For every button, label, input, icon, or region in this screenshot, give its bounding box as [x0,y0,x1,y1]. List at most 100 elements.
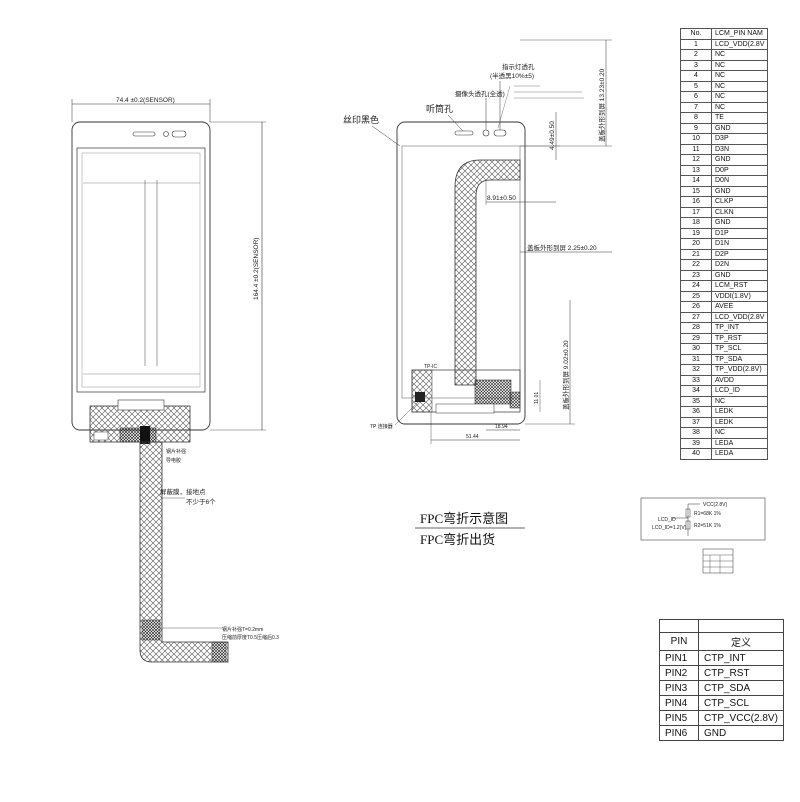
pin-name: NC [710,91,769,103]
pin-number: 10 [680,133,712,145]
pin-name: D3N [710,143,769,155]
label-connector: TP 连接器 [370,423,393,430]
pin-name: AVEE [710,301,769,313]
pin-number: 12 [680,154,712,166]
pin-number: 33 [680,374,712,386]
dim-side: 盖板外形到屏 2.25±0.20 [527,243,597,252]
tp-def: CTP_INT [698,650,784,666]
pin-name: NC [710,395,769,407]
pin-number: 26 [680,301,712,313]
tp-def: CTP_SDA [698,680,784,696]
dim-891: 8.91±0.50 [487,195,516,202]
pin-number: 11 [680,143,712,155]
pin-number: 1 [680,38,712,50]
pin-name: D0P [710,164,769,176]
dim-bottom: 盖板外形到屏 9.02±0.20 [561,340,570,410]
pin-name: GND [710,185,769,197]
label-tpic: TP-IC [424,364,437,370]
captions: FPC弯折示意图 FPC弯折出货 [415,511,525,547]
pin-name: NC [710,70,769,82]
pin-name: TP_VDD(2.8V) [710,364,769,376]
pin-name: D1P [710,227,769,239]
pin-name: NC [710,49,769,61]
dim-1101: 11.01 [534,392,540,404]
pin-name: NC [710,101,769,113]
pin-name: LCD_ID [710,385,769,397]
pin-number: 15 [680,185,712,197]
pin-number: 14 [680,175,712,187]
pin-number: 21 [680,248,712,260]
dim-top: 盖板外形到屏 13.23±0.20 [597,68,606,142]
tp-def: CTP_VCC(2.8V) [698,710,784,726]
label-indicator-sub: (半透黑10%±5) [490,71,534,80]
pin-name: TP_SDA [710,353,769,365]
note-thickness: 压缩前厚度T0.5压缩后0.3 [222,634,279,641]
pin-number: 34 [680,385,712,397]
pin-name: TE [710,112,769,124]
pin-name: LEDK [710,416,769,428]
pin-number: 37 [680,416,712,428]
pin-number: 22 [680,259,712,271]
tp-pin: PIN2 [659,665,699,681]
pin-name: D3P [710,133,769,145]
pin-header-no: No. [680,28,712,40]
tp-def: GND [698,725,784,741]
pin-number: 4 [680,70,712,82]
tp-def: CTP_RST [698,665,784,681]
tp-def: CTP_SCL [698,695,784,711]
pin-number: 25 [680,290,712,302]
front-height-dim: 164.4 ±0.2(SENSOR) [253,238,260,300]
pin-number: 29 [680,332,712,344]
pin-number: 5 [680,80,712,92]
tp-pin: PIN6 [659,725,699,741]
pin-number: 8 [680,112,712,124]
schem-r1: R1=68K 1% [694,511,721,517]
pin-number: 3 [680,59,712,71]
pin-number: 27 [680,311,712,323]
pin-number: 24 [680,280,712,292]
pin-name: LCM_RST [710,280,769,292]
pin-name: LCD_VDD(2.8V [710,38,769,50]
tp-pin: PIN1 [659,650,699,666]
caption-bend: FPC弯折示意图 [420,511,508,526]
pin-name: LEDA [710,448,769,460]
pin-number: 2 [680,49,712,61]
note-shield: 屏蔽膜，接地点 [160,487,206,496]
pin-header-name: LCM_PIN NAM [710,28,769,40]
note-film: 导电胶 [166,457,181,464]
caption-ship: FPC弯折出货 [420,532,495,547]
tp-pin: PIN5 [659,710,699,726]
pin-name: TP_INT [710,322,769,334]
pin-number: 19 [680,227,712,239]
pin-number: 35 [680,395,712,407]
pin-name: D0N [710,175,769,187]
dim-449: 4.49±0.50 [549,121,556,150]
